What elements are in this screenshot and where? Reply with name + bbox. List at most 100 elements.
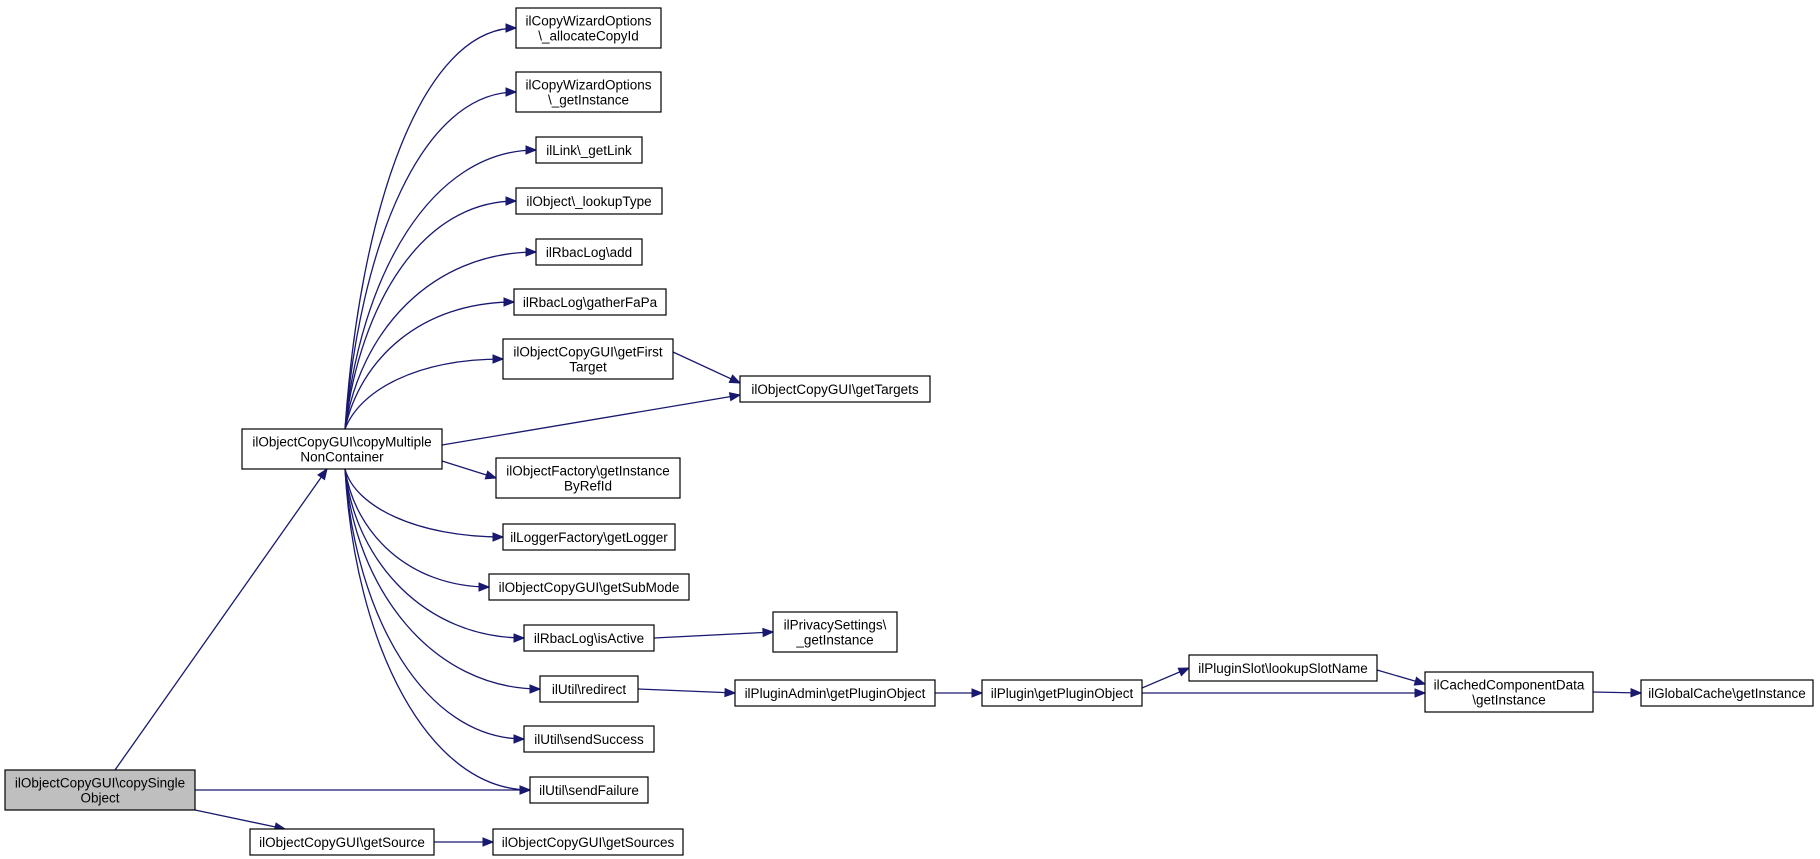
edge-plugin-to-cached <box>1142 688 1427 698</box>
edge-arrowhead <box>519 785 532 795</box>
node-label: NonContainer <box>300 450 384 465</box>
node-alloc[interactable]: ilCopyWizardOptions\_allocateCopyId <box>515 7 662 49</box>
node-label: ilUtil\redirect <box>552 682 627 697</box>
edge-arrowhead <box>728 392 742 402</box>
edge-cmnc-to-cwinst <box>344 87 518 430</box>
edge-line <box>344 251 537 430</box>
node-gather[interactable]: ilRbacLog\gatherFaPa <box>513 288 667 316</box>
node-label: ilObject\_lookupType <box>526 194 651 209</box>
edge-arrowhead <box>762 627 775 638</box>
edge-gsrc-to-gsrcs <box>434 837 495 847</box>
node-label: ilRbacLog\gatherFaPa <box>523 295 658 310</box>
node-box <box>515 7 662 49</box>
node-privacy[interactable]: ilPrivacySettings\_getInstance <box>772 611 898 653</box>
node-box <box>539 675 639 703</box>
node-cached[interactable]: ilCachedComponentData\getInstance <box>1424 671 1594 713</box>
edges-layer <box>114 23 1643 847</box>
node-redirect[interactable]: ilUtil\redirect <box>539 675 639 703</box>
node-label: ilCopyWizardOptions <box>525 78 651 93</box>
node-label: ilLoggerFactory\getLogger <box>510 530 668 545</box>
edge-cmnc-to-gather <box>344 297 516 430</box>
node-gtargets[interactable]: ilObjectCopyGUI\getTargets <box>739 375 931 403</box>
edge-cmnc-to-alloc <box>344 23 518 430</box>
edge-cmnc-to-link <box>344 145 538 430</box>
edge-line <box>672 351 741 384</box>
node-plugin[interactable]: ilPlugin\getPluginObject <box>981 679 1143 707</box>
edge-line <box>344 358 504 430</box>
edge-arrowhead <box>505 87 518 97</box>
edge-slot-to-cached <box>1376 669 1427 686</box>
node-label: \getInstance <box>1472 693 1546 708</box>
edge-root-to-failure <box>195 785 532 795</box>
edge-line <box>441 394 741 446</box>
node-box <box>495 457 681 499</box>
node-box <box>241 428 443 470</box>
node-box <box>488 573 690 601</box>
edge-arrowhead <box>724 687 737 698</box>
edge-line <box>344 27 517 430</box>
node-slot[interactable]: ilPluginSlot\lookupSlotName <box>1188 654 1378 682</box>
node-gsrcs[interactable]: ilObjectCopyGUI\getSources <box>492 828 684 856</box>
node-logger[interactable]: ilLoggerFactory\getLogger <box>502 523 676 551</box>
edge-cmnc-to-radd <box>344 247 538 430</box>
node-box <box>515 71 662 113</box>
edge-line <box>637 688 736 694</box>
node-label: ilObjectCopyGUI\getTargets <box>751 382 919 397</box>
edge-arrowhead <box>529 684 542 694</box>
node-label: ByRefId <box>564 479 612 494</box>
node-label: Target <box>569 360 607 375</box>
edge-cmnc-to-ofact <box>441 460 498 480</box>
edge-line <box>344 468 541 690</box>
node-label: ilCopyWizardOptions <box>525 14 651 29</box>
edge-line <box>344 149 537 430</box>
edge-line <box>344 468 525 639</box>
edge-arrowhead <box>505 23 518 33</box>
node-gsrc[interactable]: ilObjectCopyGUI\getSource <box>249 828 435 856</box>
node-failure[interactable]: ilUtil\sendFailure <box>529 776 649 804</box>
node-submode[interactable]: ilObjectCopyGUI\getSubMode <box>488 573 690 601</box>
node-success[interactable]: ilUtil\sendSuccess <box>523 725 655 753</box>
node-box <box>523 725 655 753</box>
edge-cmnc-to-logger <box>344 468 505 542</box>
node-isactive[interactable]: ilRbacLog\isActive <box>523 624 655 652</box>
edge-line <box>344 301 515 430</box>
edge-cmnc-to-redirect <box>344 468 542 694</box>
edge-cmnc-to-success <box>344 468 526 744</box>
edge-line <box>344 91 517 430</box>
edge-arrowhead <box>513 734 526 744</box>
edge-cmnc-to-submode <box>344 468 491 592</box>
node-lookup[interactable]: ilObject\_lookupType <box>515 187 663 215</box>
node-link[interactable]: ilLink\_getLink <box>535 136 643 164</box>
node-label: ilRbacLog\add <box>546 245 632 260</box>
node-box <box>772 611 898 653</box>
edge-arrowhead <box>1414 688 1427 698</box>
edge-cached-to-gcache <box>1592 688 1643 698</box>
edge-line <box>344 468 504 538</box>
edge-isactive-to-privacy <box>653 627 775 639</box>
edge-arrowhead <box>525 247 538 257</box>
node-cwinst[interactable]: ilCopyWizardOptions\_getInstance <box>515 71 662 113</box>
node-box <box>529 776 649 804</box>
edge-padmin-to-plugin <box>935 688 984 698</box>
node-box <box>4 769 196 811</box>
node-padmin[interactable]: ilPluginAdmin\getPluginObject <box>734 679 936 707</box>
edge-redirect-to-padmin <box>637 687 737 698</box>
node-box <box>535 238 643 266</box>
edge-plugin-to-slot <box>1141 667 1191 689</box>
node-gcache[interactable]: ilGlobalCache\getInstance <box>1640 679 1814 707</box>
edge-arrowhead <box>482 837 495 847</box>
edge-line <box>194 809 286 830</box>
node-box <box>502 523 676 551</box>
node-label: ilObjectCopyGUI\getFirst <box>513 345 663 360</box>
edge-line <box>344 468 531 791</box>
edge-line <box>653 631 774 639</box>
edge-cmnc-to-isactive <box>344 468 526 643</box>
node-label: ilPrivacySettings\ <box>784 618 887 633</box>
edge-arrowhead <box>728 374 742 384</box>
node-radd[interactable]: ilRbacLog\add <box>535 238 643 266</box>
